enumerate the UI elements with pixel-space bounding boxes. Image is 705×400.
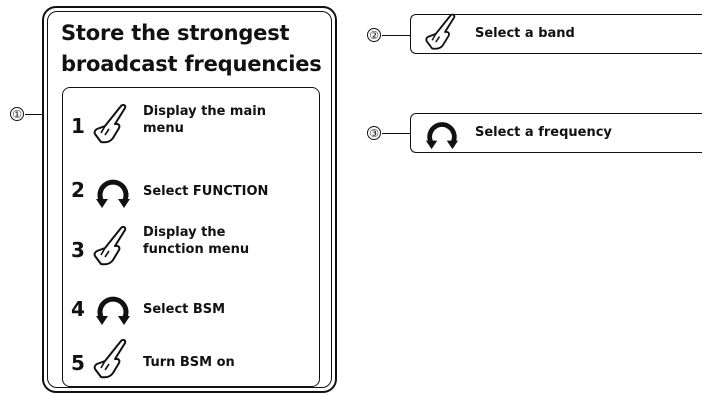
hand-press-icon [423, 11, 467, 57]
select-frequency-box-cap-bottom [686, 151, 702, 153]
leader-line-2 [382, 35, 410, 36]
step-number: 4 [71, 297, 85, 321]
leader-line-3 [382, 133, 410, 134]
step-text-line-2: function menu [143, 242, 250, 257]
select-band-box-cap [686, 14, 702, 15]
rotary-dial-icon [423, 115, 461, 155]
step-number: 1 [71, 114, 85, 138]
hand-press-icon [91, 102, 139, 150]
hand-press-icon [91, 337, 139, 385]
step-text-line-2: menu [143, 121, 184, 136]
step-4: 4 Select BSM [63, 283, 319, 339]
step-text-line-1: Display the [143, 225, 226, 240]
step-text-line-1: Select FUNCTION [143, 184, 269, 199]
step-number: 2 [71, 178, 85, 202]
steps-list: 1 Display the main menu 2 [62, 87, 320, 387]
select-frequency-box: Select a frequency [410, 113, 702, 153]
step-text-line-1: Display the main [143, 104, 266, 119]
step-text: Turn BSM on [143, 354, 313, 371]
callout-number-3: ③ [367, 126, 381, 140]
select-band-box-cap-bottom [686, 52, 702, 54]
callout-number-1: ① [10, 107, 24, 121]
main-panel-inner: Store the strongest broadcast frequencie… [47, 11, 332, 388]
step-text-line-1: Turn BSM on [143, 355, 235, 370]
step-3: 3 Display the function menu [63, 216, 319, 272]
step-2: 2 Select FUNCTION [63, 162, 319, 218]
main-panel: Store the strongest broadcast frequencie… [42, 6, 337, 393]
leader-line-1 [25, 114, 42, 115]
panel-title: Store the strongest broadcast frequencie… [61, 18, 331, 80]
callout-number-2: ② [367, 28, 381, 42]
step-text: Display the function menu [143, 224, 313, 258]
step-text: Select BSM [143, 301, 313, 318]
step-number: 5 [71, 351, 85, 375]
step-1: 1 Display the main menu [63, 96, 319, 152]
select-band-box: Select a band [410, 11, 702, 57]
rotary-dial-icon [93, 289, 133, 331]
hand-press-icon [91, 224, 139, 272]
rotary-dial-icon [93, 172, 133, 214]
select-frequency-box-cap [686, 113, 702, 114]
select-frequency-label: Select a frequency [475, 125, 612, 140]
step-number: 3 [71, 238, 85, 262]
step-5: 5 Turn BSM on [63, 331, 319, 387]
step-text-line-1: Select BSM [143, 302, 226, 317]
panel-title-line-1: Store the strongest [61, 21, 290, 45]
step-text: Select FUNCTION [143, 183, 313, 200]
step-text: Display the main menu [143, 103, 313, 137]
select-band-label: Select a band [475, 26, 575, 41]
panel-title-line-2: broadcast frequencies [61, 52, 322, 76]
